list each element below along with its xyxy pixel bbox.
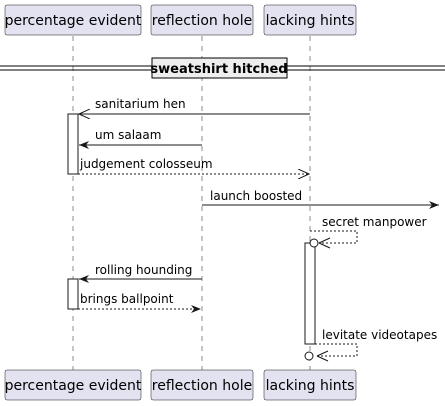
message-label: judgement colosseum	[79, 157, 213, 171]
participant-reflection-hole-bottom[interactable]: reflection hole	[150, 369, 254, 401]
lost-message-circle-icon	[304, 351, 314, 361]
activation-percentage-evident-1	[67, 113, 79, 175]
message-sanitarium-hen[interactable]: sanitarium hen	[79, 97, 310, 114]
participant-percentage-evident-top[interactable]: percentage evident	[5, 4, 142, 36]
activation-percentage-evident-2	[67, 278, 79, 310]
divider-section: sweatshirt hitched	[0, 57, 445, 79]
participant-lacking-hints-top[interactable]: lacking hints	[263, 4, 357, 36]
participant-label: percentage evident	[5, 378, 142, 394]
message-judgement-colosseum[interactable]: judgement colosseum	[78, 157, 309, 174]
message-brings-ballpoint[interactable]: brings ballpoint	[78, 292, 201, 313]
message-label: sanitarium hen	[95, 97, 186, 111]
participant-percentage-evident-bottom[interactable]: percentage evident	[5, 369, 142, 401]
message-arrow	[310, 230, 358, 244]
message-um-salaam[interactable]: um salaam	[79, 128, 202, 149]
participant-label: lacking hints	[266, 378, 355, 394]
arrowhead-icon	[316, 350, 329, 362]
participant-reflection-hole-top[interactable]: reflection hole	[150, 4, 254, 36]
participant-label: lacking hints	[266, 13, 355, 29]
message-levitate-videotapes[interactable]: levitate videotapes	[304, 328, 437, 362]
divider-label: sweatshirt hitched	[150, 62, 287, 77]
message-label: rolling hounding	[95, 263, 192, 277]
message-secret-manpower[interactable]: secret manpower	[309, 215, 427, 249]
participant-label: reflection hole	[152, 378, 252, 394]
message-label: launch boosted	[210, 189, 302, 203]
participant-label: reflection hole	[152, 13, 252, 29]
message-label: levitate videotapes	[322, 328, 437, 342]
lost-message-circle-icon	[309, 238, 319, 248]
divider-box	[151, 57, 288, 79]
message-label: um salaam	[95, 128, 161, 142]
arrowhead-icon	[318, 237, 331, 249]
message-label: secret manpower	[322, 215, 427, 229]
participant-label: percentage evident	[5, 13, 142, 29]
message-launch-boosted[interactable]: launch boosted	[202, 189, 439, 209]
message-arrow	[315, 343, 358, 357]
activation-lacking-hints	[304, 242, 316, 345]
participant-lacking-hints-bottom[interactable]: lacking hints	[263, 369, 357, 401]
message-rolling-hounding[interactable]: rolling hounding	[79, 263, 202, 283]
message-label: brings ballpoint	[80, 292, 174, 306]
